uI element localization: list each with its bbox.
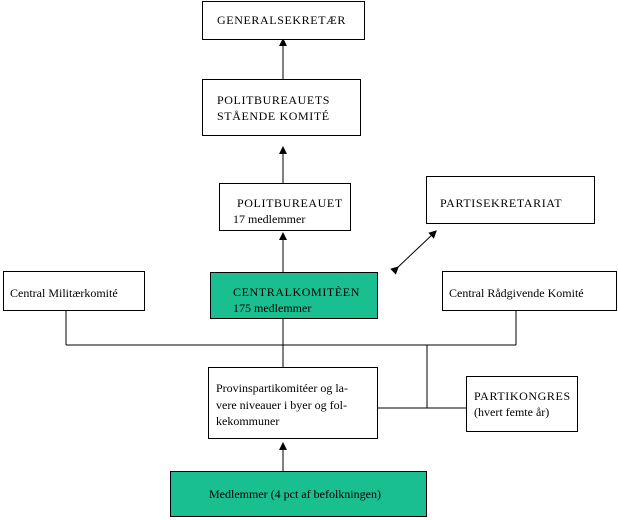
staende-komite-label-2: STÅENDE KOMITÉ	[217, 109, 330, 123]
partikongres-label: PARTIKONGRES	[474, 389, 571, 403]
centralkomiteen-box: CENTRALKOMITÈEN 175 medlemmer	[210, 272, 378, 319]
partisekretariat-label: PARTISEKRETARIAT	[440, 196, 563, 210]
medlemmer-label: Medlemmer (4 pct af befolkningen)	[209, 487, 381, 501]
generalsekretaer-label: GENERALSEKRETÆR	[217, 13, 346, 27]
provinskomiteer-label-2: vere niveauer i byer og fol-	[216, 398, 347, 412]
provinskomiteer-label-3: kekommuner	[216, 414, 280, 428]
militaerkomite-box: Central Militærkomité	[3, 271, 145, 311]
centralkomiteen-members: 175 medlemmer	[233, 301, 312, 315]
generalsekretaer-box: GENERALSEKRETÆR	[202, 1, 365, 40]
partikongres-box: PARTIKONGRES (hvert femte år)	[466, 376, 578, 432]
provinskomiteer-box: Provinspartikomitéer og la- vere niveaue…	[208, 367, 378, 439]
partisekretariat-box: PARTISEKRETARIAT	[426, 176, 595, 224]
partikongres-frequency: (hvert femte år)	[474, 405, 550, 419]
staende-komite-box: POLITBUREAUETS STÅENDE KOMITÉ	[202, 79, 361, 136]
raadgivende-komite-box: Central Rådgivende Komité	[442, 271, 617, 311]
politbureauet-label: POLITBUREAUET	[237, 196, 343, 210]
medlemmer-box: Medlemmer (4 pct af befolkningen)	[170, 471, 427, 517]
politbureauet-members: 17 medlemmer	[233, 212, 306, 226]
raadgivende-komite-label: Central Rådgivende Komité	[449, 286, 584, 300]
militaerkomite-label: Central Militærkomité	[10, 286, 118, 300]
provinskomiteer-label-1: Provinspartikomitéer og la-	[216, 381, 348, 395]
politbureauet-box: POLITBUREAUET 17 medlemmer	[219, 183, 351, 231]
staende-komite-label-1: POLITBUREAUETS	[217, 93, 331, 107]
double-arrow-ck-sekretariat	[390, 230, 437, 275]
centralkomiteen-label: CENTRALKOMITÈEN	[233, 285, 360, 299]
